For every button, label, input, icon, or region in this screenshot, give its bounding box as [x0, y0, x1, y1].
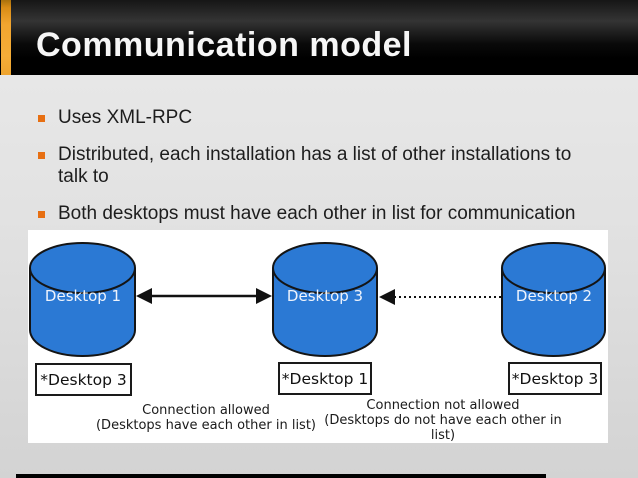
bullet-square-icon: [38, 115, 45, 122]
bullet-list: Uses XML-RPC Distributed, each installat…: [38, 107, 603, 225]
solid-double-arrow: [136, 288, 272, 304]
bullet-text: Distributed, each installation has a lis…: [58, 144, 572, 187]
desktop3-cylinder-icon: [272, 242, 378, 357]
bullet-item: Uses XML-RPC: [38, 107, 603, 129]
caption-connection-allowed: Connection allowed (Desktops have each o…: [95, 403, 317, 433]
bullet-text: Both desktops must have each other in li…: [58, 203, 576, 224]
bullet-item: Distributed, each installation has a lis…: [38, 144, 603, 188]
bullet-square-icon: [38, 152, 45, 159]
desktop1-label: Desktop 1: [44, 287, 122, 305]
dotted-arrow: [379, 289, 501, 305]
desktop2-label: Desktop 2: [515, 287, 593, 305]
page-title: Communication model: [36, 26, 412, 64]
diagram-panel: Desktop 3) --> Desktop 1 Desktop 3 Deskt…: [28, 230, 608, 443]
caption-connection-not-allowed: Connection not allowed (Desktops do not …: [324, 398, 562, 443]
bullet-square-icon: [38, 211, 45, 218]
bottom-strip: [16, 474, 546, 478]
accent-stripe: [1, 0, 11, 75]
bullet-item: Both desktops must have each other in li…: [38, 203, 603, 225]
diagram-canvas: Desktop 3) -->: [29, 242, 606, 357]
title-bar: Communication model: [0, 0, 638, 75]
bullet-text: Uses XML-RPC: [58, 107, 193, 128]
desktop1-cylinder-icon: [29, 242, 136, 357]
desktop3-label: Desktop 3: [286, 287, 364, 305]
desktop2-cylinder-icon: [501, 242, 606, 357]
desktop3-list-box: *Desktop 1: [278, 362, 372, 395]
desktop1-list-box: *Desktop 3: [35, 363, 132, 396]
desktop2-list-box: *Desktop 3: [508, 362, 602, 395]
